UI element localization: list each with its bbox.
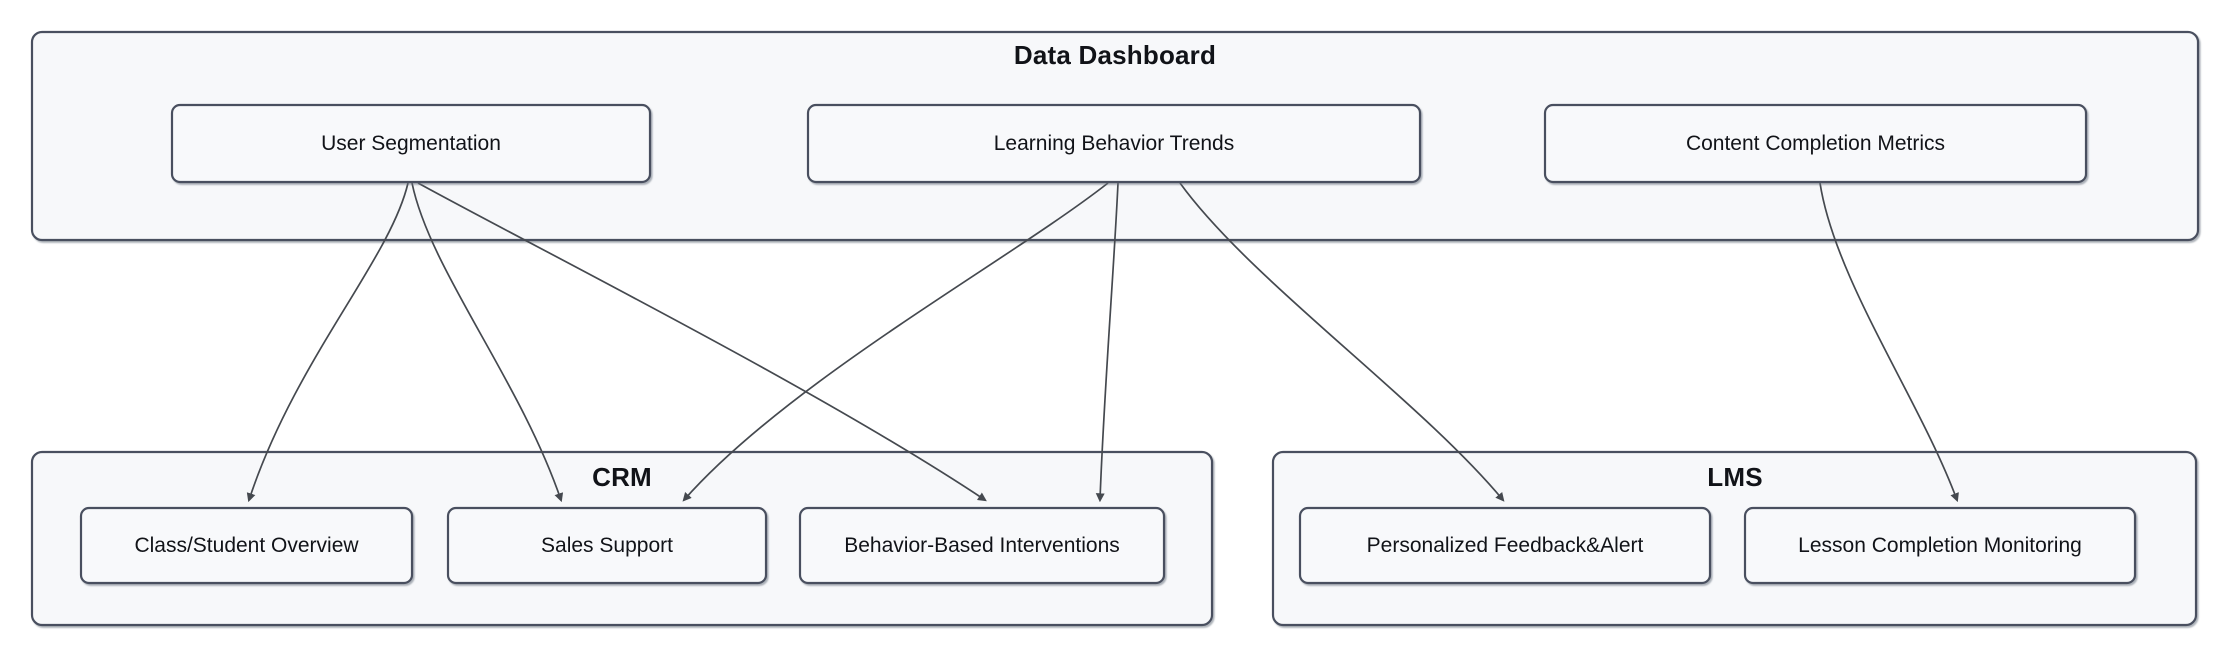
node-class-student-overview-rect xyxy=(79,506,414,585)
edge-user-segmentation-to-behavior-based-interventions xyxy=(417,182,987,502)
node-sales-support-rect xyxy=(446,506,768,585)
node-class-student-overview-label: Class/Student Overview xyxy=(134,534,359,557)
edge-learning-behavior-trends-to-sales-support xyxy=(682,182,1109,502)
node-content-completion-metrics[interactable]: Content Completion Metrics xyxy=(1543,103,2088,184)
node-personalized-feedback-alert-label: Personalized Feedback&Alert xyxy=(1367,534,1644,557)
node-learning-behavior-trends[interactable]: Learning Behavior Trends xyxy=(806,103,1422,184)
edge-learning-behavior-trends-to-behavior-based-interventions xyxy=(1095,182,1119,503)
node-personalized-feedback-alert-rect xyxy=(1298,506,1712,585)
node-lesson-completion-monitoring-label: Lesson Completion Monitoring xyxy=(1798,534,2082,557)
edge-content-completion-metrics-to-lesson-completion-monitoring xyxy=(1819,182,1959,503)
edge-learning-behavior-trends-to-personalized-feedback-alert xyxy=(1179,182,1505,502)
node-user-segmentation-label: User Segmentation xyxy=(321,132,501,155)
edge-user-segmentation-to-sales-support xyxy=(411,182,564,503)
nodes-group: User Segmentation Learning Behavior Trend… xyxy=(79,103,2137,585)
node-sales-support[interactable]: Sales Support xyxy=(446,506,768,585)
node-learning-behavior-trends-label: Learning Behavior Trends xyxy=(994,132,1235,155)
cluster-crm-label: CRM xyxy=(592,462,652,492)
node-behavior-based-interventions-rect xyxy=(798,506,1166,585)
edge-user-segmentation-to-class-student-overview xyxy=(246,182,409,503)
node-content-completion-metrics-label: Content Completion Metrics xyxy=(1686,132,1945,155)
cluster-dashboard-label: Data Dashboard xyxy=(1014,40,1216,70)
node-class-student-overview[interactable]: Class/Student Overview xyxy=(79,506,414,585)
cluster-lms-label: LMS xyxy=(1707,462,1762,492)
node-lesson-completion-monitoring-rect xyxy=(1743,506,2137,585)
node-lesson-completion-monitoring[interactable]: Lesson Completion Monitoring xyxy=(1743,506,2137,585)
node-behavior-based-interventions[interactable]: Behavior-Based Interventions xyxy=(798,506,1166,585)
node-learning-behavior-trends-rect xyxy=(806,103,1422,184)
node-user-segmentation[interactable]: User Segmentation xyxy=(170,103,652,184)
edges-group xyxy=(246,182,1959,503)
node-sales-support-label: Sales Support xyxy=(541,534,673,557)
node-behavior-based-interventions-label: Behavior-Based Interventions xyxy=(844,534,1120,557)
node-content-completion-metrics-rect xyxy=(1543,103,2088,184)
node-user-segmentation-rect xyxy=(170,103,652,184)
node-personalized-feedback-alert[interactable]: Personalized Feedback&Alert xyxy=(1298,506,1712,585)
